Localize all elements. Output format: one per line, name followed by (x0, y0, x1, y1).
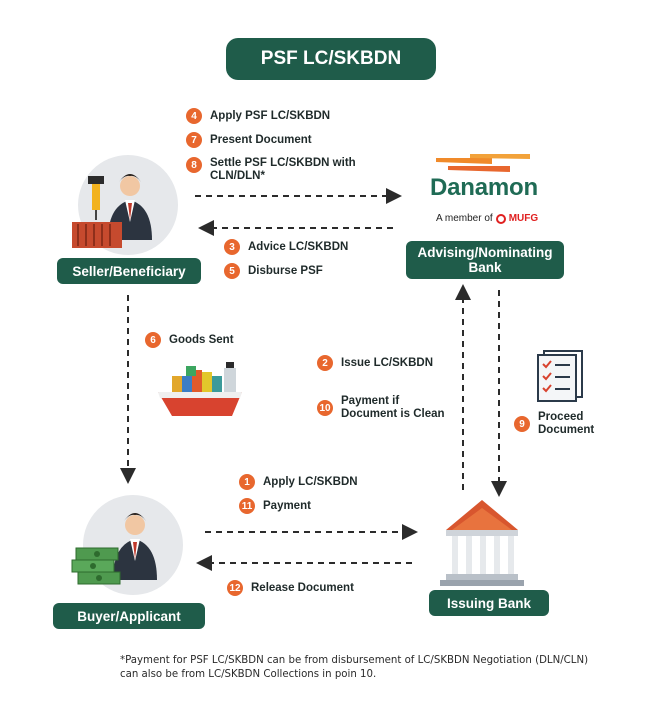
step-number: 1 (239, 474, 255, 490)
step-10: 10 Payment if Document is Clean (317, 395, 445, 421)
container-crane-icon (72, 176, 122, 248)
member-of-text: A member of (436, 213, 493, 224)
issuing-bank-label: Issuing Bank (429, 590, 549, 616)
step-number: 3 (224, 239, 240, 255)
step-number: 7 (186, 132, 202, 148)
step-text: Payment if Document is Clean (341, 395, 445, 420)
seller-person-icon (108, 174, 152, 240)
diagram-title: PSF LC/SKBDN (226, 38, 436, 80)
step-number: 8 (186, 157, 202, 173)
step-number: 5 (224, 263, 240, 279)
step-number: 11 (239, 498, 255, 514)
buyer-applicant-label: Buyer/Applicant (53, 603, 205, 629)
advising-bank-text: Advising/Nominating Bank (417, 245, 553, 275)
step-number: 12 (227, 580, 243, 596)
step-text: Release Document (251, 581, 354, 594)
footnote: *Payment for PSF LC/SKBDN can be from di… (120, 655, 589, 680)
step-number: 4 (186, 108, 202, 124)
step-number: 9 (514, 416, 530, 432)
step-11: 11 Payment (239, 498, 311, 514)
step-2: 2 Issue LC/SKBDN (317, 355, 433, 371)
step-6: 6 Goods Sent (145, 332, 234, 348)
document-checklist-icon (537, 350, 583, 402)
step-8: 8 Settle PSF LC/SKBDN with CLN/DLN* (186, 157, 356, 183)
step-12: 12 Release Document (227, 580, 354, 596)
step-text: Disburse PSF (248, 264, 323, 277)
step-text: Proceed Document (538, 411, 595, 436)
step-4: 4 Apply PSF LC/SKBDN (186, 108, 330, 124)
mufg-logo-icon (495, 213, 506, 224)
advising-bank-label: Advising/Nominating Bank (406, 241, 564, 279)
step-text: Issue LC/SKBDN (341, 356, 434, 369)
step-3: 3 Advice LC/SKBDN (224, 239, 348, 255)
step-9: 9 Proceed Document (514, 411, 594, 437)
step-5: 5 Disburse PSF (224, 263, 323, 279)
step-text: Payment (263, 499, 311, 512)
step-text: Apply PSF LC/SKBDN (210, 109, 331, 122)
danamon-wordmark: Danamon (430, 174, 538, 201)
step-1: 1 Apply LC/SKBDN (239, 474, 358, 490)
money-stack-icon (71, 547, 121, 585)
mufg-text: MUFG (508, 213, 539, 224)
step-text: Settle PSF LC/SKBDN with CLN/DLN* (210, 157, 356, 182)
cargo-ship-icon (158, 362, 242, 416)
bank-building-icon (440, 500, 524, 586)
step-text: Goods Sent (169, 333, 234, 346)
step-number: 10 (317, 400, 333, 416)
step-text: Present Document (210, 133, 312, 146)
step-text: Apply LC/SKBDN (263, 475, 358, 488)
mufg-member-line: A member of MUFG (436, 213, 538, 224)
step-number: 6 (145, 332, 161, 348)
step-number: 2 (317, 355, 333, 371)
buyer-person-icon (113, 513, 157, 580)
seller-beneficiary-label: Seller/Beneficiary (57, 258, 201, 284)
step-text: Advice LC/SKBDN (248, 240, 349, 253)
step-7: 7 Present Document (186, 132, 312, 148)
danamon-logo-icon (436, 154, 530, 172)
